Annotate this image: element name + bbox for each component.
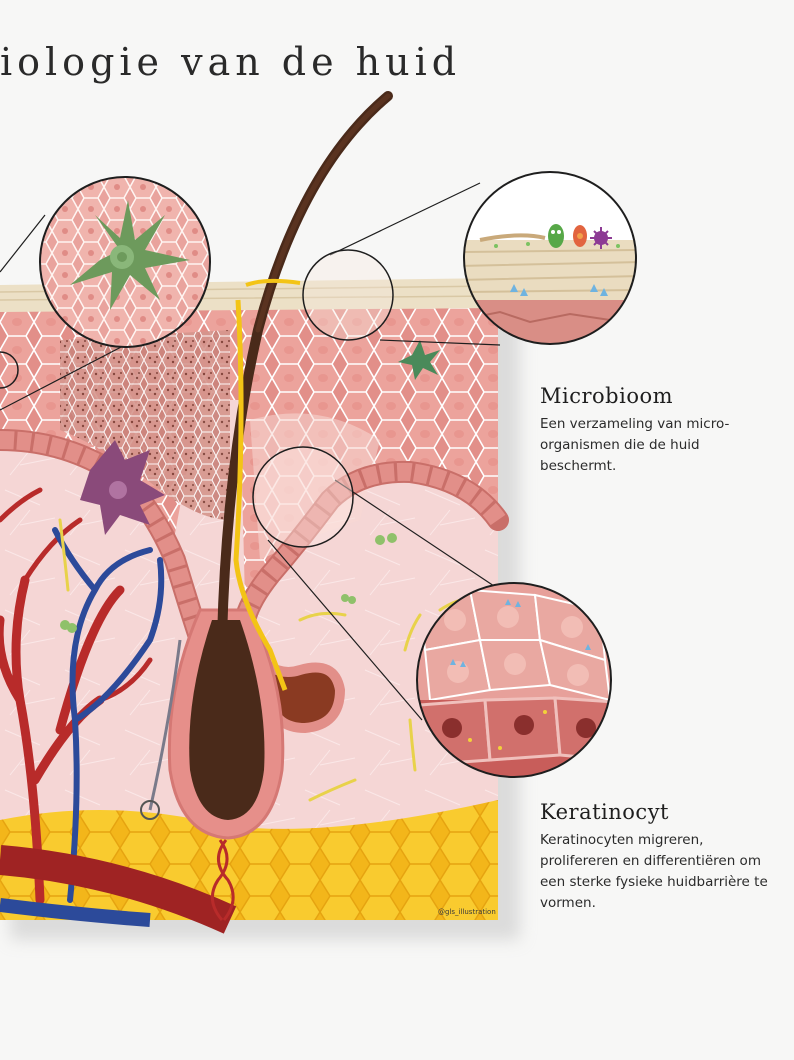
epidermis-pigmented bbox=[60, 330, 230, 520]
microbe-purple bbox=[590, 227, 612, 249]
papilla-vessel bbox=[210, 839, 235, 921]
page-title: iologie van de huid bbox=[0, 40, 462, 84]
melanocyte bbox=[398, 340, 440, 380]
vein bbox=[52, 527, 165, 903]
label-keratinocyt: Keratinocyt Keratinocyten migreren, prol… bbox=[540, 800, 785, 914]
zoom-circle-dendritic bbox=[40, 177, 210, 347]
source-circle-microbiome bbox=[302, 249, 394, 341]
microbioom-description: Een verzameling van micro-organismen die… bbox=[540, 416, 730, 474]
source-circle-left bbox=[0, 351, 19, 389]
microbe-green bbox=[548, 224, 564, 248]
nerve bbox=[148, 639, 182, 811]
dermis-cells bbox=[60, 533, 397, 633]
dermis-bacteria bbox=[58, 518, 472, 802]
epidermis-light bbox=[250, 413, 380, 560]
artist-signature: @gls_illustration bbox=[438, 908, 496, 916]
artery bbox=[0, 575, 125, 905]
microbioom-heading: Microbioom bbox=[540, 384, 674, 408]
source-circle-keratinocyte bbox=[252, 446, 354, 548]
hair-bulb bbox=[189, 620, 265, 820]
microbe-red bbox=[573, 225, 587, 247]
sebum bbox=[233, 299, 288, 691]
label-microbioom: Microbioom Een verzameling van micro-org… bbox=[540, 384, 750, 477]
vessel-large bbox=[0, 845, 237, 934]
keratinocyt-heading: Keratinocyt bbox=[540, 800, 669, 824]
keratinocyt-description: Keratinocyten migreren, prolifereren en … bbox=[540, 832, 768, 911]
zoom-connectors bbox=[0, 182, 501, 721]
blood-vessels bbox=[0, 487, 237, 934]
